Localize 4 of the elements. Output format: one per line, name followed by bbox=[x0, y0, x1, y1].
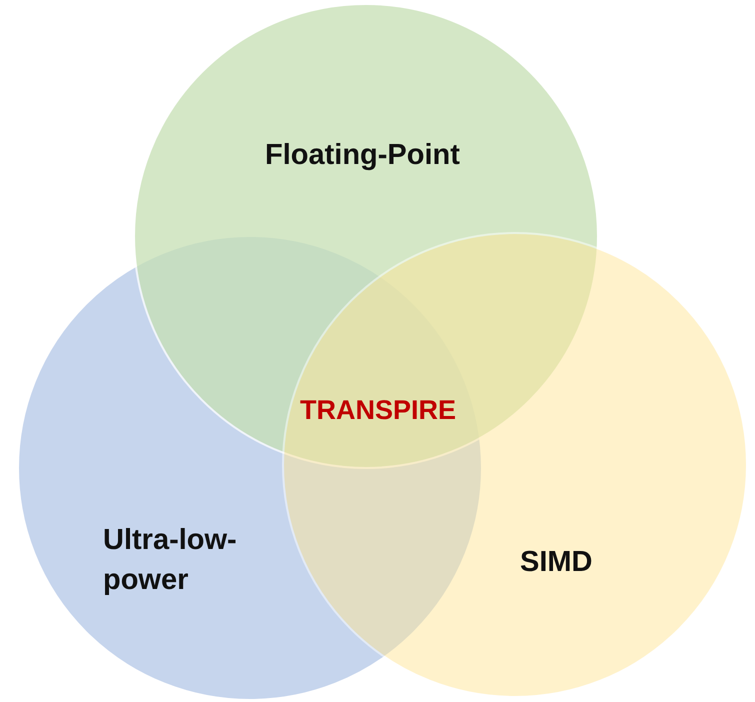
circle-label: Ultra-low-power bbox=[103, 523, 238, 598]
center-label: TRANSPIRE bbox=[300, 394, 456, 427]
circle-label: SIMD bbox=[520, 545, 594, 580]
circle-label: Floating-Point bbox=[265, 138, 461, 173]
